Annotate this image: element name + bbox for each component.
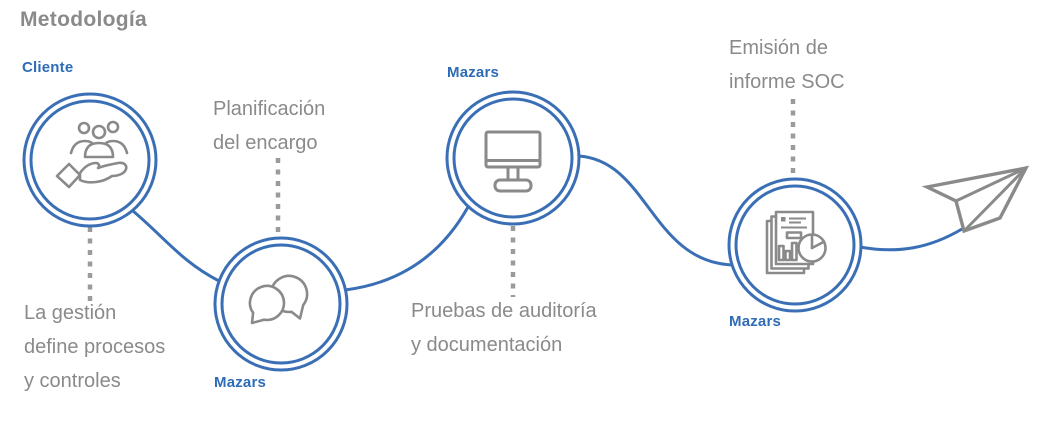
step-circle-3 [445, 90, 581, 226]
step-circle-2 [213, 236, 349, 372]
step-circle-4 [727, 177, 863, 313]
step-3-actor-label: Mazars [447, 64, 500, 81]
page-title: Metodología [20, 8, 147, 31]
connector-curve-4 [858, 227, 964, 252]
paper-plane-icon [921, 165, 1030, 234]
connector-curve-1 [131, 209, 221, 283]
step-4-actor-label: Mazars [729, 313, 782, 330]
connector-curve-2 [343, 205, 470, 292]
dashed-leaders [87, 99, 796, 303]
step-3-description: Pruebas de auditoría y documentación [411, 300, 597, 356]
step-4-description: Emisión de informe SOC [729, 37, 845, 93]
report-charts-icon [765, 210, 827, 275]
chat-bubbles-icon [248, 274, 309, 325]
step-circle-1 [22, 92, 158, 228]
people-hand-icon [55, 120, 129, 189]
step-2-description: Planificación del encargo [213, 98, 326, 154]
step-1-actor-label: Cliente [22, 59, 74, 76]
connector-curve-3 [577, 154, 734, 267]
monitor-icon [484, 130, 542, 193]
flow-curve [131, 154, 964, 292]
step-2-actor-label: Mazars [214, 374, 267, 391]
step-1-description: La gestión define procesos y controles [24, 302, 166, 392]
